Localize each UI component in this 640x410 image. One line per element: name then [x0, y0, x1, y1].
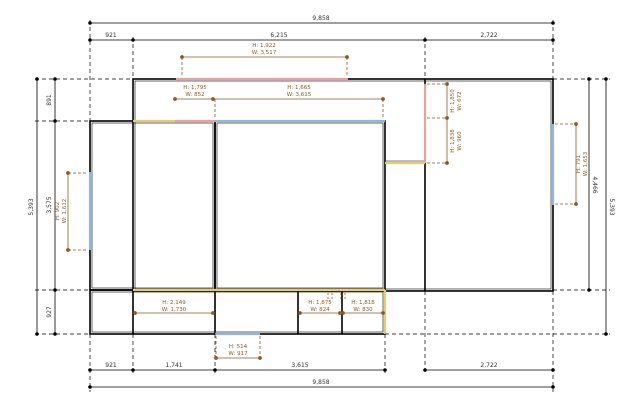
dimension-lines [35, 21, 608, 389]
dim-left-total: 5,393 [28, 198, 35, 215]
dim-top-total: 9,858 [312, 15, 329, 22]
ann-9-h: H: 1,818 [351, 300, 375, 306]
ann-10-h: H: 514 [229, 344, 248, 350]
dim-bottom-b: 1,741 [165, 362, 182, 369]
ann-2-w: W: 3,615 [287, 92, 312, 98]
ann-6-h: H: 902 [55, 202, 61, 220]
dim-right-total: 5,393 [608, 198, 615, 215]
annotation-labels: H: 1,922 W: 3,517 H: 1,795 W: 852 H: 1,6… [55, 43, 589, 357]
ann-0-w: W: 3,517 [252, 50, 277, 56]
inner-walls [91, 80, 552, 333]
inner-middle-room [216, 122, 384, 289]
walls [89, 78, 554, 335]
dim-top-left: 921 [105, 32, 117, 39]
window-annotations [66, 55, 578, 360]
ann-1-w: W: 852 [185, 92, 204, 98]
ann-10-w: W: 917 [228, 351, 248, 357]
dim-left-lower: 927 [46, 306, 53, 318]
ann-3-h: H: 1,850 [450, 89, 456, 113]
ann-6-w: W: 1,612 [62, 199, 68, 223]
dim-bottom-right: 2,722 [480, 362, 497, 369]
ann-8-w: W: 824 [310, 307, 330, 313]
ann-1-h: H: 1,795 [183, 85, 207, 91]
ann-7-h: H: 2,149 [162, 300, 186, 306]
inner-left-room [91, 122, 214, 289]
dim-top-mid: 6,215 [270, 32, 287, 39]
dim-bottom-total: 9,858 [312, 379, 329, 386]
ann-7-w: W: 1,730 [162, 307, 187, 313]
dimension-labels: 9,858 921 6,215 2,722 921 1,741 3,615 2,… [28, 15, 615, 386]
dim-left-mid: 3,575 [46, 196, 53, 213]
ann-2-h: H: 1,665 [287, 85, 311, 91]
dim-right-inner: 4,466 [591, 176, 598, 193]
ann-9-w: W: 830 [353, 307, 373, 313]
wall-left-room [89, 120, 216, 291]
dim-bottom-left: 921 [105, 362, 117, 369]
dim-bottom-c: 3,615 [291, 362, 308, 369]
inner-upper-block [134, 80, 552, 290]
ann-8-h: H: 1,875 [308, 300, 332, 306]
dim-left-upper: 891 [46, 94, 53, 106]
ann-5-h: H: 791 [576, 155, 582, 173]
ann-3-w: W: 672 [457, 91, 463, 110]
extension-lines [35, 20, 610, 392]
ann-5-w: W: 1,653 [583, 151, 589, 176]
ann-4-w: W: 960 [457, 131, 463, 151]
dim-top-right: 2,722 [480, 32, 497, 39]
ann-0-h: H: 1,922 [252, 43, 275, 49]
window-markers [88, 77, 555, 336]
ann-4-h: H: 1,838 [450, 129, 456, 153]
wall-middle-room [214, 120, 386, 291]
wall-upper-block [132, 78, 554, 292]
